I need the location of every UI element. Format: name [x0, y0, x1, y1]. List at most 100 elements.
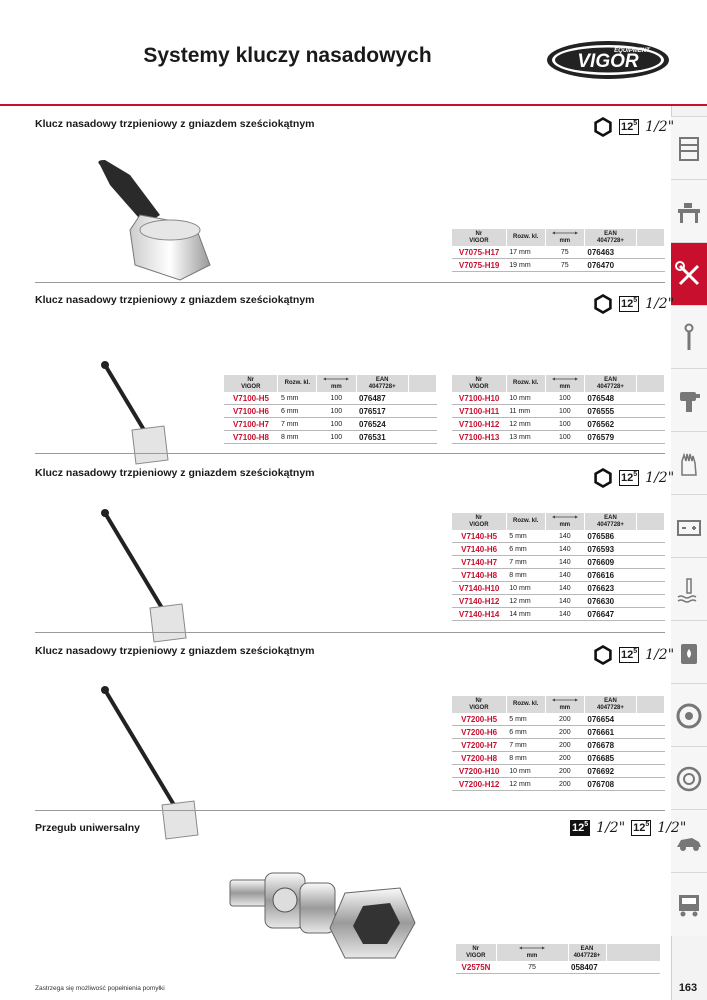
product-code[interactable]: V7140-H14	[452, 607, 507, 621]
ean-value: 076470	[584, 258, 637, 272]
section-divider	[35, 632, 665, 633]
ean-value: 076609	[584, 555, 637, 569]
ean-value: 076517	[356, 404, 409, 418]
sidebar-category[interactable]	[671, 494, 707, 558]
size-value: 5 mm	[506, 713, 546, 726]
sidebar-category[interactable]	[671, 431, 707, 495]
ean-value: 076555	[584, 404, 637, 418]
col-blank	[636, 375, 665, 392]
sidebar-category[interactable]	[671, 116, 707, 180]
svg-text:EQUIPMENT: EQUIPMENT	[614, 48, 651, 54]
product-code[interactable]: V2575N	[456, 961, 496, 974]
sidebar-category[interactable]	[671, 242, 707, 306]
page-title: Systemy kluczy nasadowych	[143, 44, 432, 67]
product-code[interactable]: V7140-H8	[452, 568, 507, 582]
sidebar-category[interactable]	[671, 368, 707, 432]
sidebar-category[interactable]	[671, 305, 707, 369]
header-divider	[0, 104, 707, 106]
sidebar-category[interactable]	[671, 872, 707, 936]
sidebar-category[interactable]	[671, 683, 707, 747]
truck-icon	[679, 894, 699, 916]
col-blank	[636, 229, 665, 246]
product-code[interactable]: V7140-H7	[452, 555, 507, 569]
oil-icon	[681, 643, 697, 664]
drive-fraction: 1/2"	[645, 647, 675, 663]
svg-text:VIGOR: VIGOR	[577, 51, 639, 72]
length-value: 100	[316, 417, 356, 431]
sidebar-category[interactable]	[671, 809, 707, 873]
sidebar-category[interactable]	[671, 746, 707, 810]
size-value: 7 mm	[506, 555, 546, 569]
section-divider	[35, 810, 665, 811]
product-code[interactable]: V7100-H7	[224, 417, 278, 431]
col-size: Rozw. kl.	[277, 375, 318, 392]
size-value: 12 mm	[506, 777, 546, 791]
ean-value: 076630	[584, 594, 637, 608]
ean-value: 076678	[584, 738, 637, 752]
product-code[interactable]: V7200-H7	[452, 738, 507, 752]
length-value: 200	[545, 713, 585, 726]
product-code[interactable]: V7100-H10	[452, 392, 507, 405]
product-code[interactable]: V7200-H12	[452, 777, 507, 791]
length-arrow-icon	[551, 698, 578, 701]
ean-value: 076548	[584, 392, 637, 405]
product-code[interactable]: V7100-H13	[452, 430, 507, 444]
universal-joint-image	[229, 872, 416, 959]
product-code[interactable]: V7100-H5	[224, 392, 278, 405]
size-value: 14 mm	[506, 607, 546, 621]
length-value: 75	[545, 246, 585, 259]
product-code[interactable]: V7100-H11	[452, 404, 507, 418]
ean-value: 076661	[584, 725, 637, 739]
section-title: Klucz nasadowy trzpieniowy z gniazdem sz…	[35, 467, 315, 479]
size-value: 19 mm	[506, 258, 546, 272]
col-size: Rozw. kl.	[506, 696, 546, 713]
product-code[interactable]: V7140-H6	[452, 542, 507, 556]
sidebar-category[interactable]	[671, 620, 707, 684]
product-code[interactable]: V7075-H17	[452, 246, 507, 259]
product-code[interactable]: V7140-H10	[452, 581, 507, 595]
col-blank	[636, 513, 665, 530]
product-code[interactable]: V7075-H19	[452, 258, 507, 272]
gloves-icon	[681, 452, 697, 476]
length-value: 100	[545, 430, 585, 444]
size-value: 11 mm	[506, 404, 546, 418]
product-code[interactable]: V7140-H12	[452, 594, 507, 608]
product-code[interactable]: V7100-H8	[224, 430, 278, 444]
product-code[interactable]: V7200-H6	[452, 725, 507, 739]
col-length: mm	[316, 375, 357, 392]
sidebar-category[interactable]	[671, 179, 707, 243]
product-code[interactable]: V7100-H12	[452, 417, 507, 431]
length-value: 140	[545, 607, 585, 621]
product-code[interactable]: V7140-H5	[452, 530, 507, 543]
sidebar-category[interactable]	[671, 557, 707, 621]
product-code[interactable]: V7200-H10	[452, 764, 507, 778]
product-code[interactable]: V7100-H6	[224, 404, 278, 418]
ean-value: 076654	[584, 713, 637, 726]
workbench-icon	[678, 202, 700, 223]
size-value: 6 mm	[506, 542, 546, 556]
length-value: 140	[545, 594, 585, 608]
drive-fraction: 1/2"	[645, 119, 675, 135]
product-code[interactable]: V7200-H5	[452, 713, 507, 726]
hexagon-icon	[594, 294, 612, 314]
product-code[interactable]: V7200-H8	[452, 751, 507, 765]
col-blank	[408, 375, 438, 392]
col-length: mm	[545, 375, 585, 392]
